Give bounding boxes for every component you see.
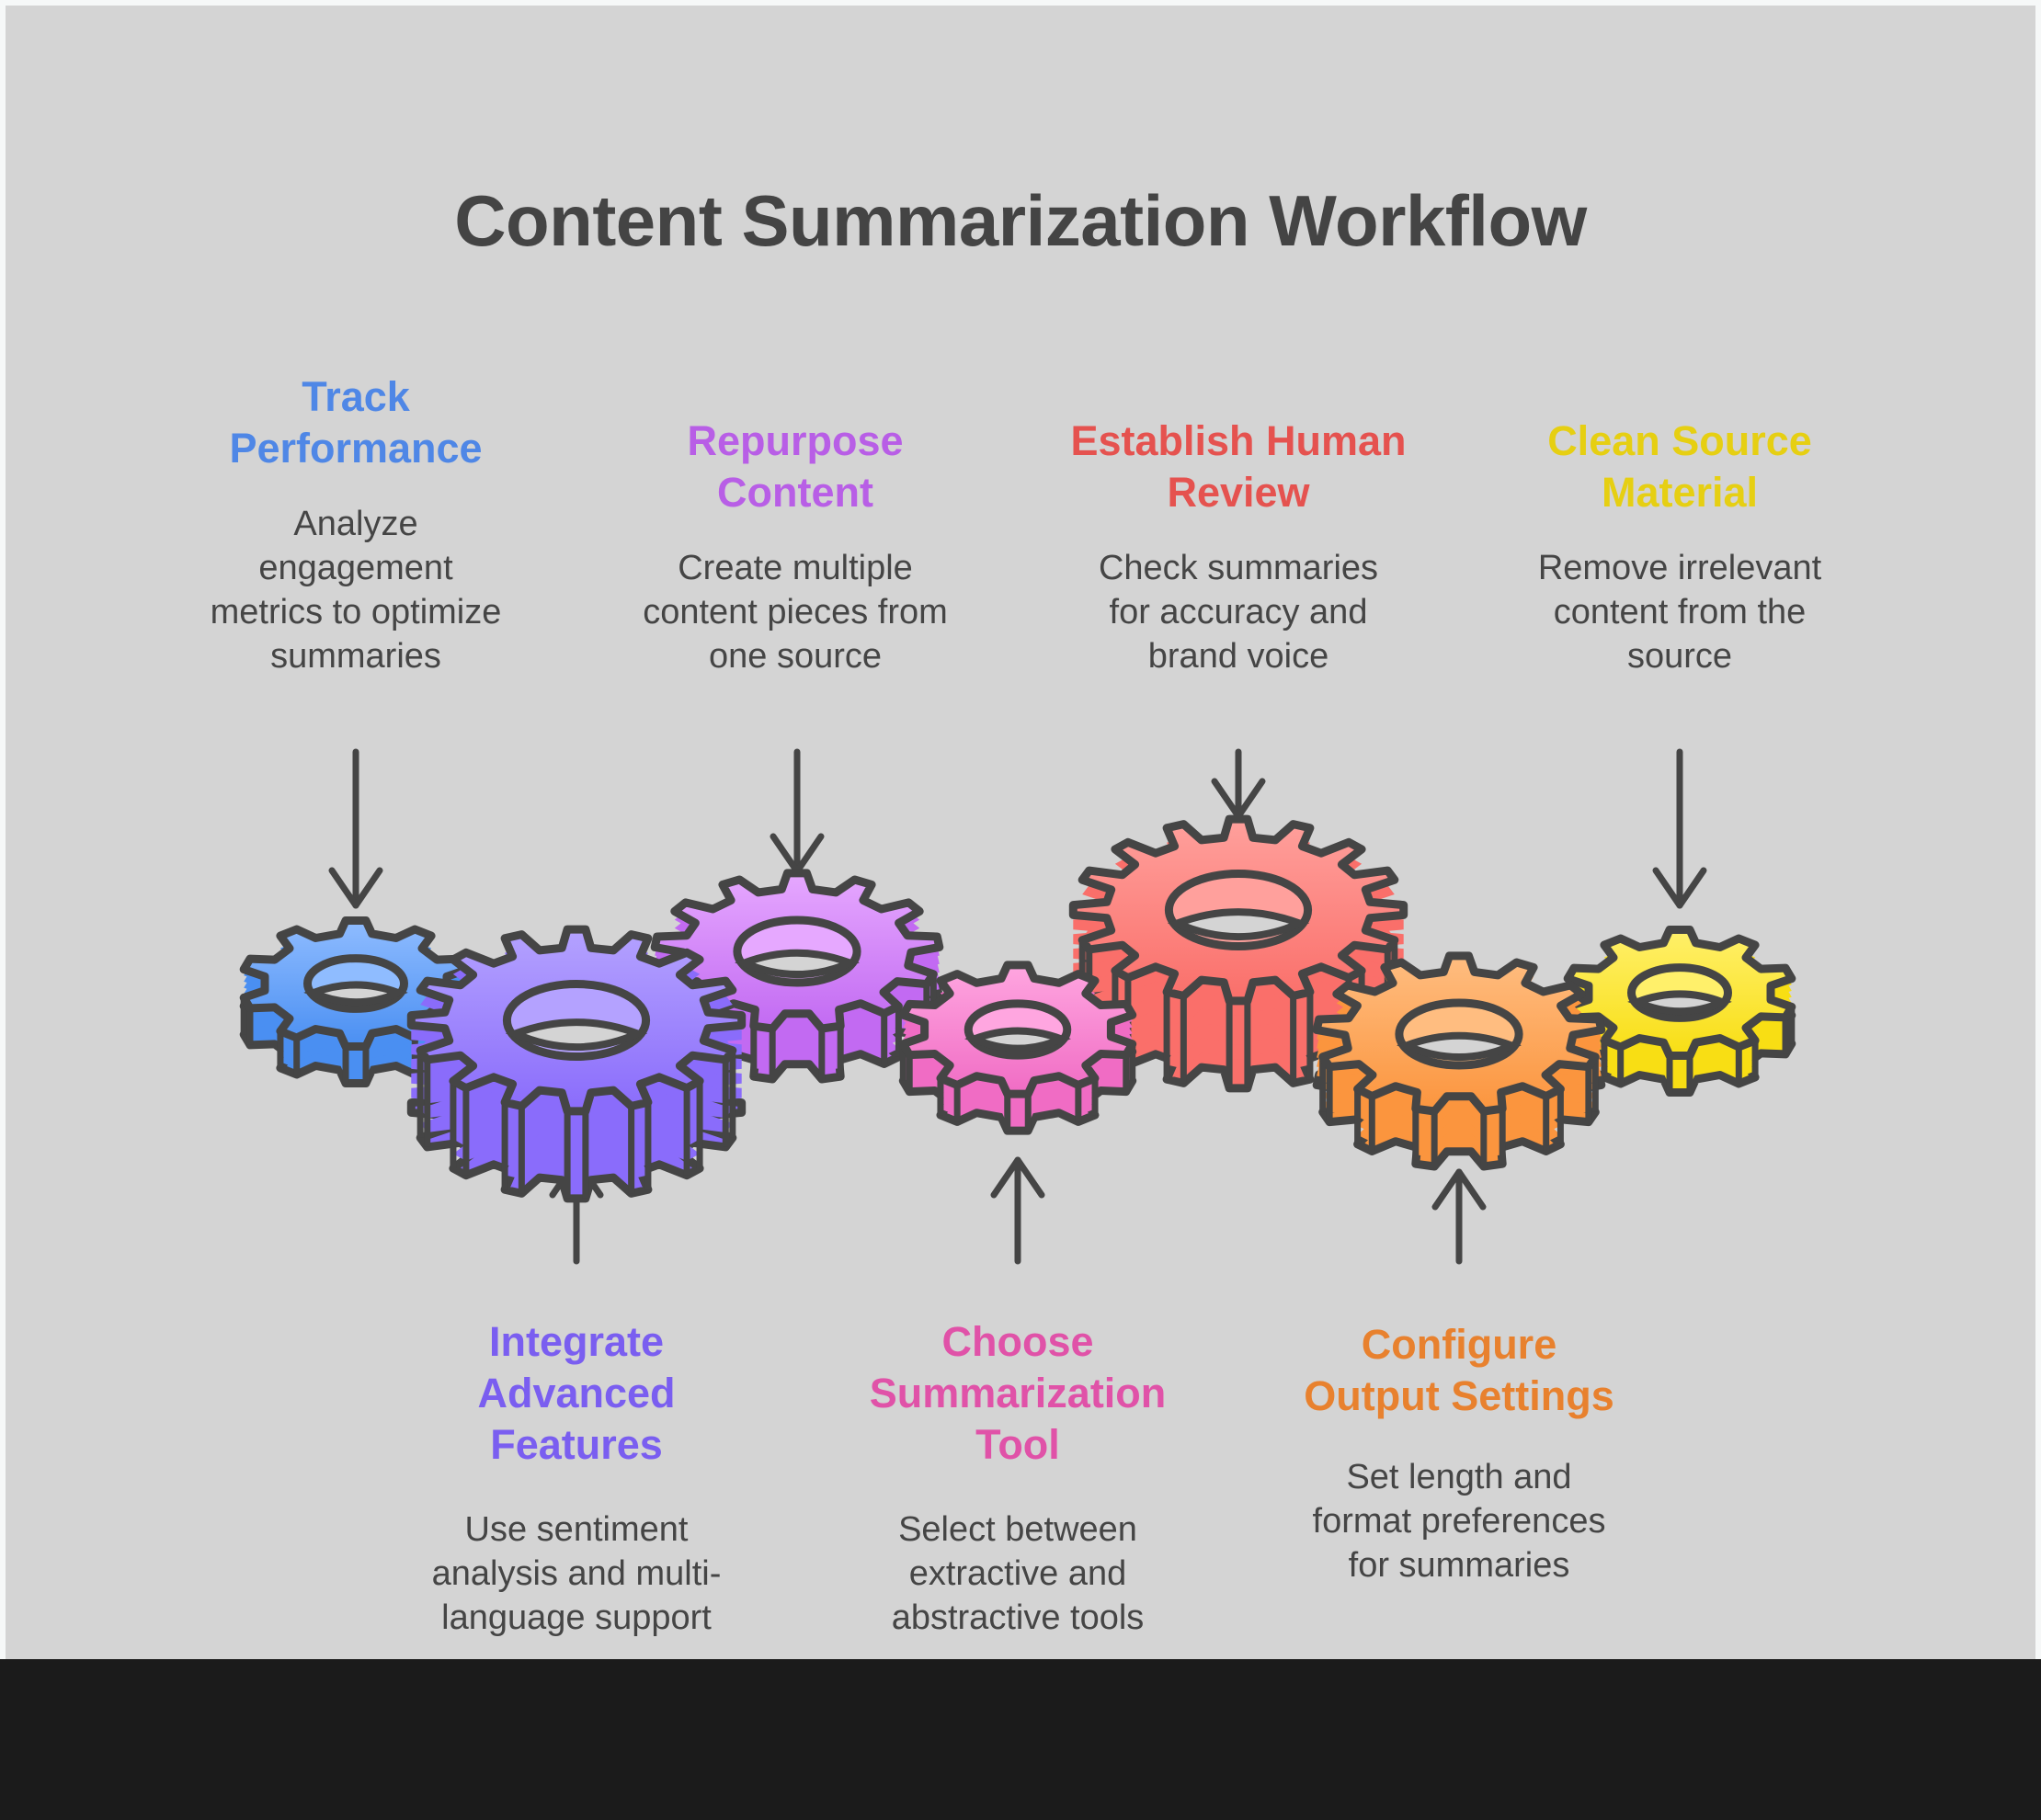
step-choose-summarization-tool: Choose Summarization Tool Select between…: [825, 1316, 1211, 1640]
page-title: Content Summarization Workflow: [454, 180, 1587, 261]
step-establish-human-review: Establish Human Review Check summaries f…: [1045, 415, 1431, 678]
arrow-up-icon: [990, 1156, 1045, 1265]
step-title: Establish Human Review: [1070, 417, 1407, 516]
footer-band: [0, 1659, 2041, 1820]
step-repurpose-content: Repurpose Content Create multiple conten…: [602, 415, 988, 678]
gear-clean-source-material-icon: [1563, 926, 1796, 1097]
step-title: Choose Summarization Tool: [869, 1318, 1167, 1468]
step-configure-output-settings: Configure Output Settings Set length and…: [1266, 1319, 1652, 1587]
step-description: Create multiple content pieces from one …: [643, 549, 948, 676]
step-title: Configure Output Settings: [1304, 1321, 1614, 1419]
gear-establish-human-review-icon: [1068, 814, 1408, 1093]
step-clean-source-material: Clean Source Material Remove irrelevant …: [1487, 415, 1873, 678]
step-description: Select between extractive and abstractiv…: [891, 1510, 1145, 1637]
arrow-down-icon: [328, 748, 383, 909]
step-title: Repurpose Content: [687, 417, 904, 516]
arrow-down-icon: [770, 748, 825, 875]
gears: [239, 814, 1796, 1203]
arrow-down-icon: [1211, 748, 1266, 820]
step-description: Use sentiment analysis and multi- langua…: [431, 1510, 722, 1637]
diagram-canvas: [6, 6, 2035, 1660]
arrow-up-icon: [1431, 1168, 1487, 1265]
gear-configure-output-settings-icon: [1312, 951, 1606, 1171]
step-description: Remove irrelevant content from the sourc…: [1537, 549, 1822, 676]
gear-integrate-advanced-features-icon: [406, 925, 747, 1203]
step-description: Set length and format preferences for su…: [1312, 1458, 1606, 1585]
gear-choose-summarization-tool-icon: [898, 961, 1137, 1135]
step-track-performance: Track Performance Analyze engagement met…: [163, 371, 549, 678]
step-title: Track Performance: [229, 373, 483, 472]
arrow-down-icon: [1652, 748, 1707, 909]
step-description: Analyze engagement metrics to optimize s…: [210, 505, 502, 676]
step-integrate-advanced-features: Integrate Advanced Features Use sentimen…: [383, 1316, 770, 1640]
step-description: Check summaries for accuracy and brand v…: [1098, 549, 1379, 676]
step-title: Clean Source Material: [1547, 417, 1812, 516]
step-title: Integrate Advanced Features: [477, 1318, 676, 1468]
